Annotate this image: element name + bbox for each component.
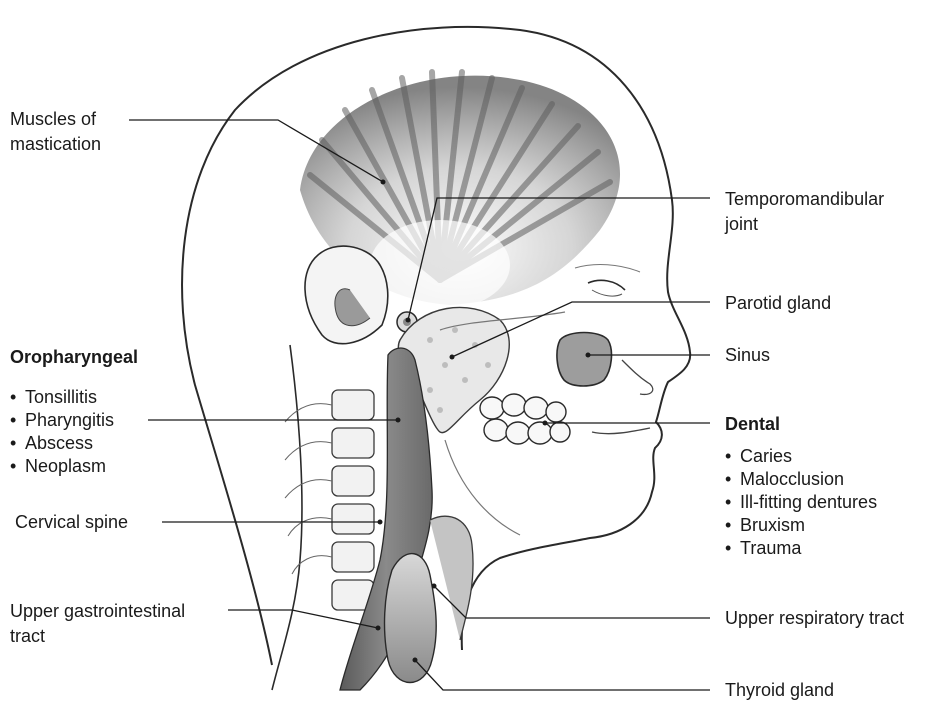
vertebrae xyxy=(332,390,374,610)
eye xyxy=(588,280,625,290)
label-sinus: Sinus xyxy=(725,344,770,367)
leader-upper-gi xyxy=(228,610,378,628)
oropharyngeal-item: Tonsillitis xyxy=(10,386,114,409)
nose xyxy=(622,360,653,394)
label-upper-respiratory: Upper respiratory tract xyxy=(725,607,904,630)
sinus-shape xyxy=(557,333,612,387)
label-cervical-spine: Cervical spine xyxy=(15,511,128,534)
label-upper-gi-line1: Upper gastrointestinal xyxy=(10,600,185,623)
label-tmj-line2: joint xyxy=(725,213,758,236)
label-tmj-line1: Temporomandibular xyxy=(725,188,884,211)
leader-thyroid xyxy=(415,660,710,690)
neck-back-outline xyxy=(272,345,302,690)
leader-upper-resp xyxy=(434,586,710,618)
dental-heading: Dental xyxy=(725,413,780,436)
oropharyngeal-item: Neoplasm xyxy=(10,455,114,478)
label-upper-gi-line2: tract xyxy=(10,625,45,648)
label-muscles-line1: Muscles of xyxy=(10,108,96,131)
oropharyngeal-list: Tonsillitis Pharyngitis Abscess Neoplasm xyxy=(10,386,114,478)
dental-item: Malocclusion xyxy=(725,468,877,491)
dental-item: Ill-fitting dentures xyxy=(725,491,877,514)
dental-item: Bruxism xyxy=(725,514,877,537)
label-thyroid: Thyroid gland xyxy=(725,679,834,702)
dental-item: Trauma xyxy=(725,537,877,560)
label-muscles-line2: mastication xyxy=(10,133,101,156)
dental-item: Caries xyxy=(725,445,877,468)
teeth xyxy=(480,394,570,444)
oropharyngeal-heading: Oropharyngeal xyxy=(10,346,138,369)
lips xyxy=(592,428,650,434)
thyroid-shape xyxy=(385,554,437,683)
oropharyngeal-item: Pharyngitis xyxy=(10,409,114,432)
label-parotid: Parotid gland xyxy=(725,292,831,315)
oropharyngeal-item: Abscess xyxy=(10,432,114,455)
dental-list: Caries Malocclusion Ill-fitting dentures… xyxy=(725,445,877,560)
